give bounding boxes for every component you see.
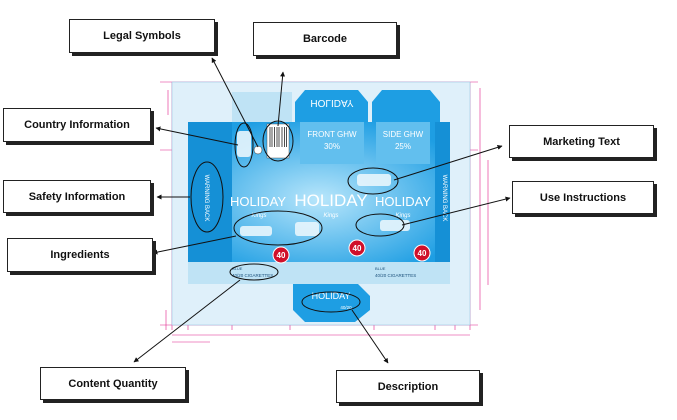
callout-description: Description bbox=[336, 370, 480, 403]
arrow-country-information bbox=[155, 126, 239, 146]
callout-use-instructions: Use Instructions bbox=[512, 181, 654, 214]
count-badge-back-text: 40 bbox=[277, 251, 286, 260]
callout-country-information: Country Information bbox=[3, 108, 151, 142]
count-badge-side-text: 40 bbox=[418, 249, 427, 258]
warning-back-left: WARNING BACK bbox=[203, 175, 209, 222]
arrow-barcode bbox=[277, 71, 286, 127]
sub-brand-back: Kings bbox=[251, 213, 266, 219]
side-warning-area bbox=[376, 122, 430, 164]
count-badge-side bbox=[413, 244, 431, 262]
highlight-ellipses bbox=[190, 120, 405, 313]
brand-logo-bottom: HOLIDAY bbox=[312, 291, 351, 301]
brand-logo-side: HOLIDAY bbox=[375, 194, 431, 209]
callout-barcode: Barcode bbox=[253, 22, 397, 56]
brand-logo-front: HOLIDAY bbox=[294, 191, 367, 210]
arrow-use-instructions bbox=[401, 196, 511, 226]
sub-brand-side: Kings bbox=[395, 213, 410, 219]
variant-text-left: BLUE bbox=[232, 266, 243, 271]
callout-marketing-text: Marketing Text bbox=[509, 125, 654, 158]
bottom-flap bbox=[293, 284, 370, 322]
quantity-text-right: 40/20 CIGARETTES bbox=[375, 273, 416, 278]
callout-safety-information: Safety Information bbox=[3, 180, 151, 213]
brand-flipped-text: HOLIDAY bbox=[310, 97, 353, 108]
front-warning-percent: 30% bbox=[324, 142, 340, 151]
callout-arrows bbox=[133, 57, 511, 364]
lower-strip bbox=[188, 262, 450, 284]
callout-content-quantity: Content Quantity bbox=[40, 367, 186, 400]
brand-logo-back: HOLIDAY bbox=[230, 194, 286, 209]
front-warning-label: FRONT GHW bbox=[307, 130, 357, 139]
count-badge-front-text: 40 bbox=[353, 244, 362, 253]
arrow-legal-symbols bbox=[211, 57, 259, 148]
count-badge-front bbox=[348, 239, 366, 257]
count-badge-back bbox=[272, 246, 290, 264]
arrow-description bbox=[351, 309, 389, 364]
callout-ingredients: Ingredients bbox=[7, 238, 153, 272]
right-side-panel bbox=[435, 122, 450, 262]
side-warning-percent: 25% bbox=[395, 142, 411, 151]
info-text-patches bbox=[237, 131, 410, 236]
barcode-bars bbox=[269, 127, 287, 147]
warning-back-right: WARNING BACK bbox=[441, 175, 447, 222]
arrow-ingredients bbox=[152, 235, 237, 255]
bottom-count-text: 40/20 bbox=[340, 305, 352, 310]
side-warning-label: SIDE GHW bbox=[383, 130, 424, 139]
arrow-marketing-text bbox=[393, 144, 503, 181]
variant-text-right: BLUE bbox=[375, 266, 386, 271]
sub-brand-front: Kings bbox=[323, 213, 338, 219]
callout-legal-symbols: Legal Symbols bbox=[69, 19, 215, 53]
quantity-text-left: 40/20 CIGARETTES bbox=[232, 273, 273, 278]
top-flap-left bbox=[232, 92, 292, 122]
arrow-content-quantity bbox=[133, 279, 241, 363]
legal-symbol-circle bbox=[253, 145, 263, 155]
front-warning-area bbox=[300, 122, 364, 164]
